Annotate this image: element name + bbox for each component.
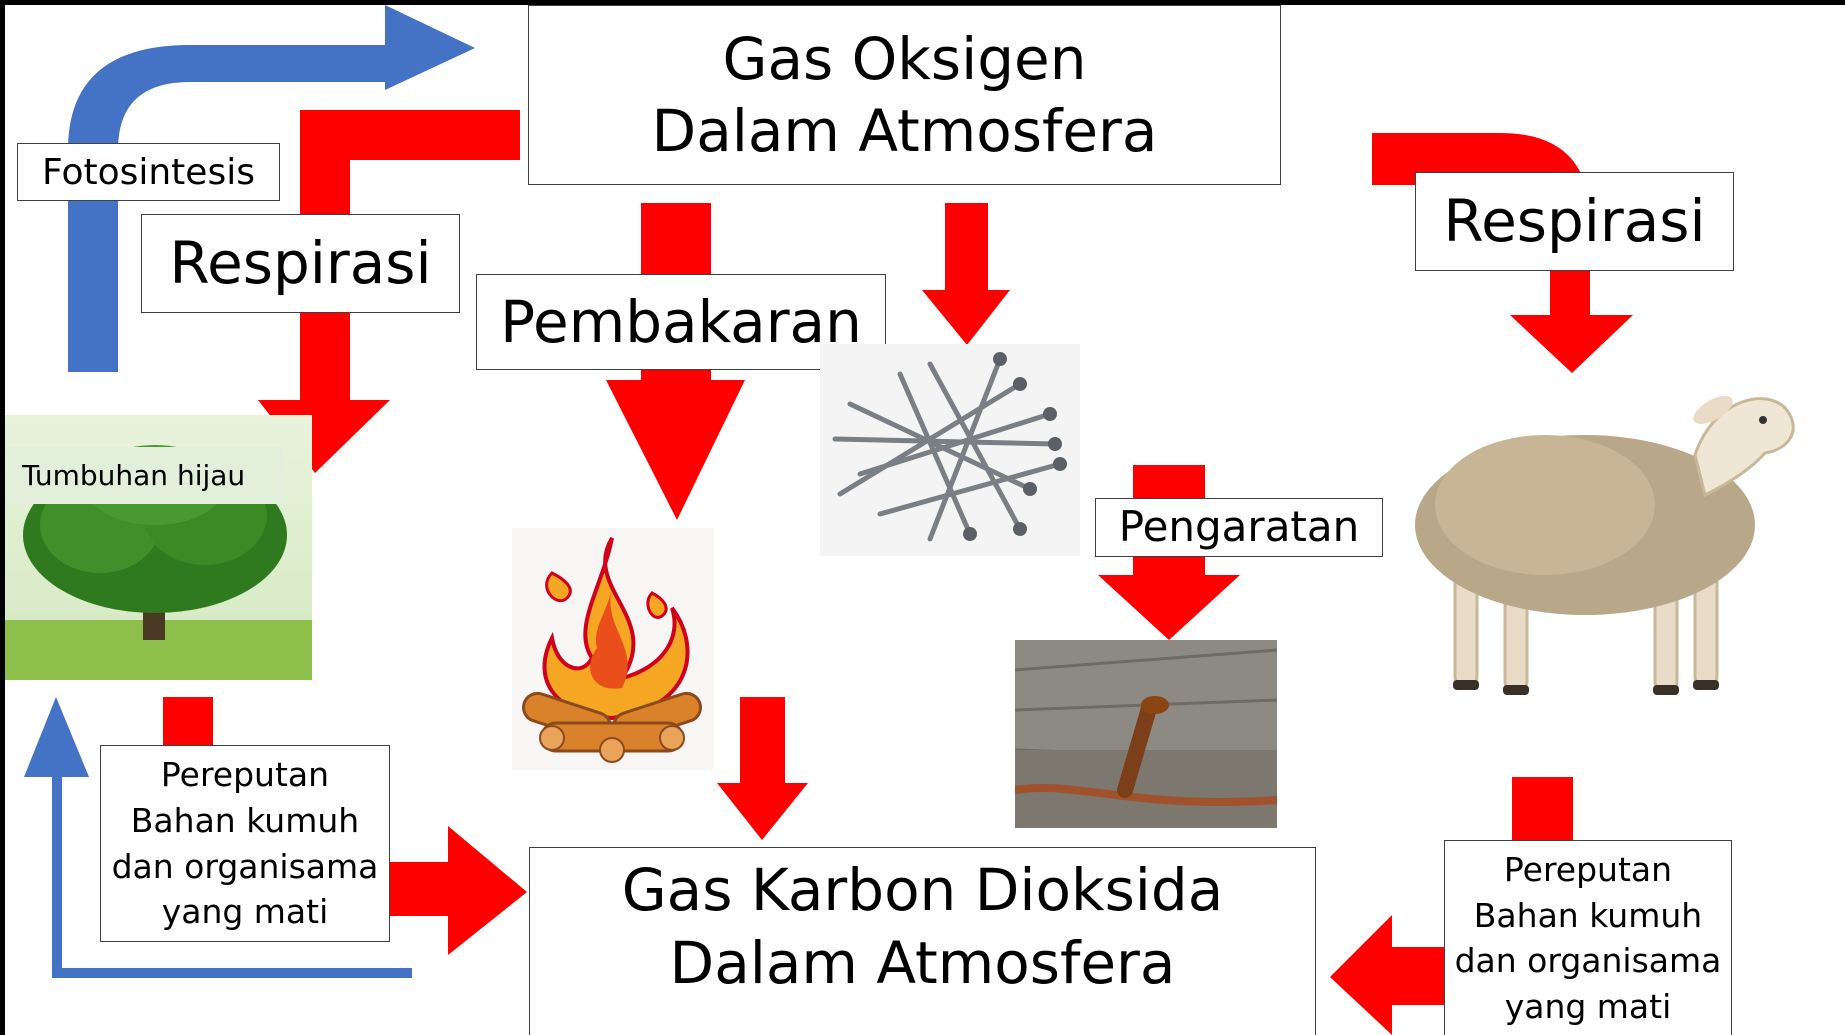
nails-image [820, 344, 1080, 556]
rusting-box: Pengaratan [1095, 498, 1383, 557]
rusty-nail-image [1015, 640, 1277, 828]
fire-image [512, 528, 714, 770]
oxygen-box: Gas Oksigen Dalam Atmosfera [528, 5, 1281, 185]
respiration-right-label: Respirasi [1443, 187, 1706, 256]
decomposition-right-label: Pereputan Bahan kumuh dan organisama yan… [1454, 850, 1722, 1026]
frame-left-edge [0, 0, 5, 1035]
decomposition-left-label: Pereputan Bahan kumuh dan organisama yan… [111, 755, 379, 932]
rusting-label: Pengaratan [1118, 502, 1360, 552]
sheep-icon [1395, 375, 1815, 725]
oxygen-to-nails-arrow [922, 203, 1010, 345]
frame-top-edge [0, 0, 1845, 5]
carbon-dioxide-label: Gas Karbon Dioksida Dalam Atmosfera [621, 856, 1224, 997]
combustion-label: Pembakaran [500, 287, 862, 356]
fire-icon [512, 528, 714, 770]
respiration-left-label: Respirasi [169, 229, 432, 298]
photosynthesis-arrow [68, 5, 475, 372]
respiration-right-box: Respirasi [1415, 172, 1734, 271]
fire-to-co2-arrow [717, 697, 808, 840]
sheep-to-decomposition-arrow [1512, 777, 1573, 840]
decomposition-right-box: Pereputan Bahan kumuh dan organisama yan… [1444, 840, 1732, 1035]
rusty-nail-icon [1015, 640, 1277, 828]
green-plants-text: Tumbuhan hijau [22, 459, 246, 492]
nails-icon [820, 344, 1080, 556]
photosynthesis-label: Fotosintesis [42, 151, 255, 193]
combustion-box: Pembakaran [476, 274, 886, 370]
respiration-left-arrow [258, 110, 520, 473]
carbon-dioxide-box: Gas Karbon Dioksida Dalam Atmosfera [529, 847, 1316, 1035]
decomposition-right-to-co2-arrow [1330, 915, 1445, 1035]
sheep-image [1395, 375, 1815, 725]
green-plants-label: Tumbuhan hijau [8, 447, 283, 504]
oxygen-label: Gas Oksigen Dalam Atmosfera [651, 24, 1158, 166]
decomposition-left-box: Pereputan Bahan kumuh dan organisama yan… [100, 745, 390, 942]
decomposition-left-to-co2-arrow [388, 826, 527, 955]
photosynthesis-box: Fotosintesis [17, 143, 280, 201]
co2-uptake-arrow [24, 697, 412, 978]
respiration-left-box: Respirasi [141, 214, 460, 313]
tree-to-decomposition-arrow [163, 697, 213, 745]
